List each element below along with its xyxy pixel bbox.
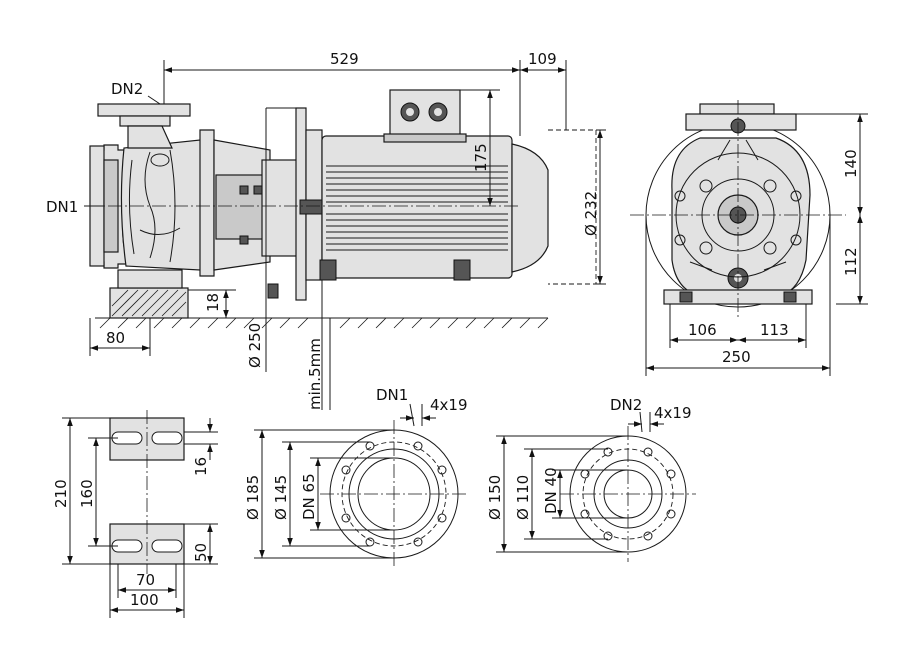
dn2-dimensions: Ø 150 Ø 110 DN 40 DN2 4x19	[486, 396, 692, 553]
dn1-flange	[320, 420, 468, 566]
side-dimensions: 529 109 175 Ø 232 18 80 Ø 250 min.5mm DN…	[46, 50, 606, 410]
label-dn2-flange: DN2	[610, 396, 642, 414]
front-dimensions: 140 112 106 113 250	[645, 113, 868, 376]
dim-right-half: 113	[760, 321, 789, 339]
dim-lower-height: 112	[842, 247, 860, 276]
dim-dn1-bore: DN 65	[300, 473, 318, 520]
dim-foot-outer: 210	[52, 479, 70, 508]
dim-upper-height: 140	[842, 149, 860, 178]
dim-flange-dia: Ø 250	[246, 323, 264, 368]
motor-fins	[326, 165, 508, 251]
dn2-flange	[560, 426, 696, 562]
dim-foot-pad: 50	[192, 543, 210, 562]
label-dn2-bolts: 4x19	[654, 404, 692, 422]
label-dn1-bolts: 4x19	[430, 396, 468, 414]
dim-dn1-outer: Ø 185	[244, 475, 262, 520]
dim-slot-spacing: 70	[136, 571, 155, 589]
dim-overall-length: 529	[330, 50, 359, 68]
dim-total-width: 250	[722, 348, 751, 366]
floor-hatching	[99, 317, 549, 329]
dim-dn2-bolt-circle: Ø 110	[514, 475, 532, 520]
foot-dimensions: 210 160 16 50 70 100	[52, 417, 218, 618]
dim-dn2-outer: Ø 150	[486, 475, 504, 520]
dim-motor-dia: Ø 232	[582, 191, 600, 236]
dim-foot-height: 18	[204, 293, 222, 312]
dim-foot-inner: 160	[78, 479, 96, 508]
dim-dn1-bolt-circle: Ø 145	[272, 475, 290, 520]
dim-foot-width: 80	[106, 329, 125, 347]
dim-motor-height: 175	[472, 143, 490, 172]
label-dn1-side: DN1	[46, 198, 78, 216]
foot-detail	[109, 410, 185, 574]
label-dn2-side: DN2	[111, 80, 143, 98]
dim-left-half: 106	[688, 321, 717, 339]
dim-dn2-bore: DN 40	[542, 467, 560, 514]
dn1-dimensions: Ø 185 Ø 145 DN 65 DN1 4x19	[244, 386, 468, 559]
label-dn1-flange: DN1	[376, 386, 408, 404]
dim-foot-depth: 100	[130, 591, 159, 609]
side-view	[86, 89, 597, 329]
dim-slot-width: 16	[192, 457, 210, 476]
dim-motor-extension: 109	[528, 50, 557, 68]
front-view	[630, 100, 846, 318]
dim-min-gap: min.5mm	[306, 338, 324, 410]
